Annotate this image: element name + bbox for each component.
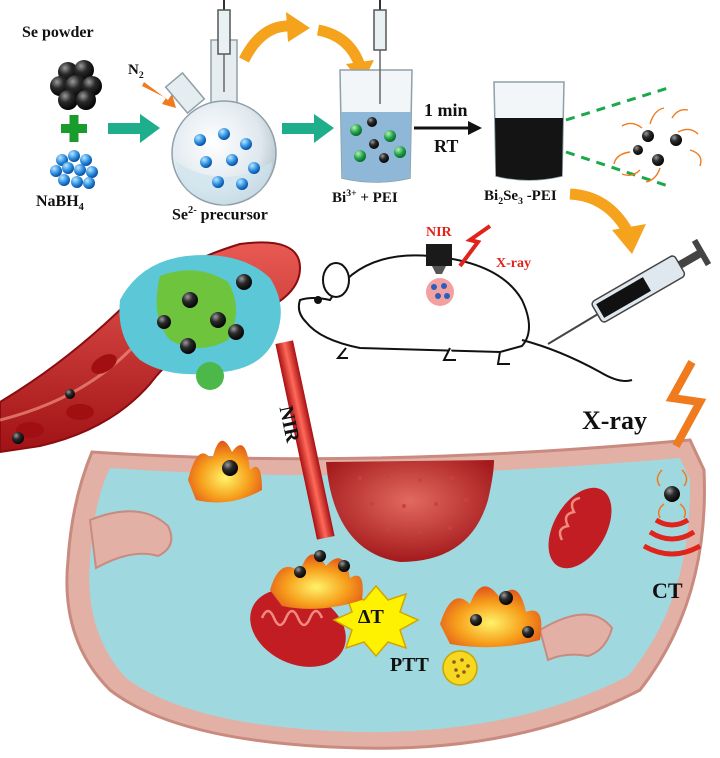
nir-laser-beam [275, 340, 335, 540]
product-a: Bi [484, 188, 499, 204]
orange-curved-arrow-3 [569, 188, 646, 254]
nabh4-main: NaBH [36, 193, 79, 210]
ct-signal-waves [642, 517, 702, 557]
precursor-sup: 2- [188, 205, 197, 216]
syringe-icon [217, 0, 231, 92]
beaker-product [493, 81, 565, 181]
delta-t-starburst [332, 584, 420, 658]
label-time: 1 min [424, 100, 468, 120]
flame-cluster-3 [440, 586, 542, 648]
mouse-illustration [297, 254, 633, 382]
cell-invaginations [88, 510, 614, 662]
label-nir-small: NIR [426, 225, 452, 240]
bi-sup: 3+ [346, 188, 357, 199]
nanoparticle-cluster [613, 107, 702, 183]
bi-main: Bi [332, 190, 347, 206]
label-nabh4: NaBH4 [36, 193, 84, 213]
label-bi-pei: Bi3+ + PEI [332, 188, 398, 207]
label-rt: RT [434, 136, 459, 156]
label-delta-t: ΔT [358, 606, 384, 628]
ptt-particle [442, 650, 478, 686]
se-powder-cluster [50, 60, 102, 110]
product-b: Se [503, 188, 519, 204]
nir-laser-device [426, 244, 452, 274]
cell-membrane [65, 438, 706, 750]
small-lightning-icon [458, 224, 492, 268]
mitochondrion-2 [548, 487, 612, 569]
label-n2: N2 [128, 62, 144, 81]
mitochondrion-1 [250, 589, 346, 667]
flame-cluster-1 [188, 440, 262, 503]
product-rest: -PEI [522, 188, 557, 204]
ct-particle [656, 469, 688, 519]
plus-icon [61, 115, 87, 142]
big-lightning-icon [665, 360, 707, 448]
green-arrow-1 [108, 114, 160, 143]
bi-rest: + PEI [356, 190, 398, 206]
beaker-bi-pei [339, 69, 413, 183]
product-sub1: 2 [498, 196, 504, 207]
n2-main: N [128, 62, 139, 78]
tumor-site [426, 278, 454, 306]
green-arrow-2 [282, 114, 334, 143]
black-arrow [414, 121, 482, 135]
orange-curved-arrow-1 [239, 12, 310, 63]
nabh4-sub: 4 [78, 202, 84, 214]
label-precursor: Se2- precursor [172, 205, 268, 224]
precursor-rest: precursor [196, 206, 268, 224]
nabh4-cluster [50, 150, 98, 189]
label-ct: CT [652, 578, 683, 603]
dashed-zoom-lines [565, 86, 669, 188]
syringe-icon-2 [373, 0, 387, 104]
label-ptt: PTT [390, 654, 429, 676]
precursor-main: Se [172, 206, 188, 224]
round-bottom-flask [164, 39, 277, 206]
tumor-tissue [119, 254, 281, 390]
label-xray-big: X-ray [582, 406, 647, 435]
label-se-powder: Se powder [22, 24, 94, 41]
nucleus [326, 460, 494, 562]
n2-arrow [142, 82, 176, 108]
label-xray-small: X-ray [496, 256, 531, 271]
n2-sub: 2 [138, 70, 144, 81]
product-sub2: 3 [518, 196, 523, 207]
label-product: Bi2Se3 -PEI [484, 188, 557, 207]
injection-syringe-icon [547, 238, 712, 345]
flame-cluster-2 [270, 550, 363, 609]
